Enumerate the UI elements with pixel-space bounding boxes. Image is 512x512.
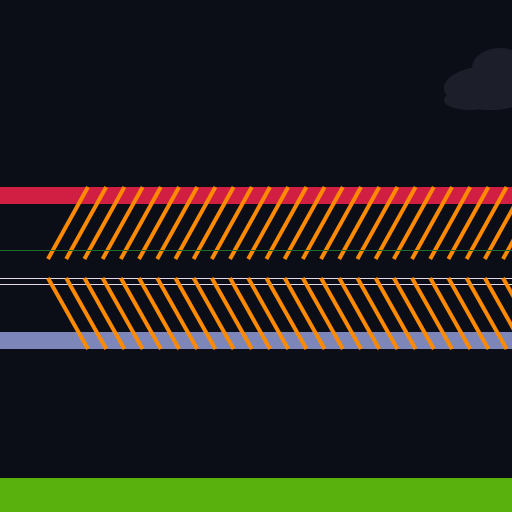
bottom-hatch-line	[428, 277, 472, 350]
top-hatch-line	[191, 186, 236, 260]
bottom-hatch-line	[191, 277, 236, 350]
bottom-hatch-line	[301, 277, 345, 350]
top-hatch-line	[228, 186, 272, 260]
top-hatch-line	[355, 186, 400, 260]
top-hatch-line	[137, 186, 181, 260]
top-hatch-line	[446, 186, 491, 260]
top-barrier-stripe	[0, 187, 512, 204]
bottom-hatch-line	[373, 277, 418, 350]
top-hatch-line	[282, 186, 327, 260]
bottom-hatch-line	[264, 277, 309, 350]
bottom-hatch-line	[228, 277, 272, 350]
bottom-hatch-line	[173, 277, 218, 350]
bottom-hatch-line	[119, 277, 163, 350]
bottom-hatch-line	[64, 277, 108, 350]
bottom-hatch-line	[46, 277, 90, 350]
top-hatch-line	[319, 186, 363, 260]
top-hatch-line	[501, 238, 512, 260]
top-hatch-line	[410, 186, 454, 260]
top-hatch-line	[246, 186, 290, 260]
bottom-barrier-stripe	[0, 332, 512, 349]
top-hatch-line	[337, 186, 381, 260]
top-hatch-line	[428, 186, 472, 260]
bottom-barrier	[0, 277, 512, 350]
bottom-hatch-line	[82, 277, 127, 350]
top-hatch-line	[392, 186, 436, 260]
bottom-hatch-line	[246, 277, 290, 350]
top-hatch-line	[210, 186, 254, 260]
bottom-hatch-line	[319, 277, 363, 350]
bottom-hatch-line	[501, 277, 512, 299]
bottom-hatch-line	[464, 277, 509, 350]
top-hatch-line	[464, 186, 509, 260]
bottom-hatch-line	[355, 277, 400, 350]
bottom-hatch-line	[446, 277, 491, 350]
bottom-hatch-line	[155, 277, 199, 350]
gap-line-lower-2	[0, 284, 512, 285]
bottom-hatch-line	[483, 277, 512, 331]
bottom-hatch-line	[392, 277, 436, 350]
top-hatch-line	[64, 186, 108, 260]
bottom-hatch-line	[282, 277, 327, 350]
bottom-hatch-line	[100, 277, 145, 350]
bottom-barrier-hatch	[46, 277, 512, 350]
top-hatch-line	[483, 205, 512, 260]
bottom-hatch-line	[410, 277, 454, 350]
top-hatch-line	[46, 186, 90, 260]
bottom-hatch-line	[210, 277, 254, 350]
gap-line-lower	[0, 278, 512, 279]
top-hatch-line	[119, 186, 163, 260]
top-hatch-line	[155, 186, 199, 260]
top-barrier-hatch	[46, 186, 512, 260]
top-hatch-line	[373, 186, 418, 260]
top-hatch-line	[173, 186, 218, 260]
bottom-hatch-line	[337, 277, 381, 350]
cloud-shape	[444, 48, 512, 110]
top-hatch-line	[100, 186, 145, 260]
gap-line-upper	[0, 250, 512, 251]
ground-strip	[0, 478, 512, 512]
bottom-hatch-line	[137, 277, 181, 350]
top-barrier	[0, 186, 512, 260]
top-hatch-line	[82, 186, 127, 260]
top-hatch-line	[264, 186, 309, 260]
top-hatch-line	[301, 186, 345, 260]
